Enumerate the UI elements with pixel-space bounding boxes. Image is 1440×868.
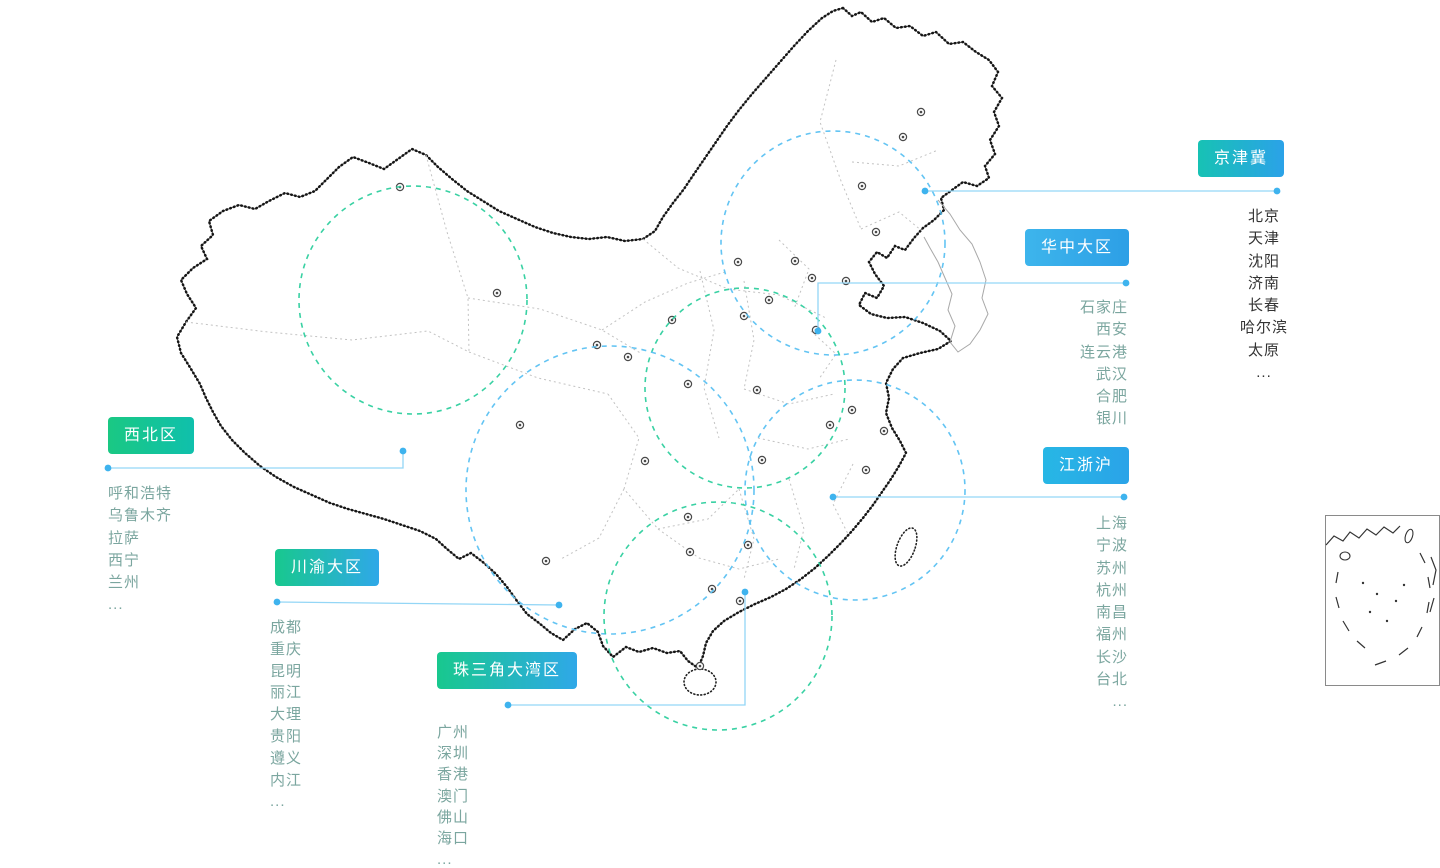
- city-item: 遵义: [270, 749, 303, 767]
- city-item: 沈阳: [1247, 252, 1280, 270]
- region-tag-chuanyu[interactable]: 川渝大区: [275, 549, 380, 586]
- city-item: 兰州: [108, 574, 141, 592]
- city-item: 宁波: [1095, 537, 1128, 555]
- city-item: 武汉: [1095, 365, 1128, 383]
- city-list-ellipsis: ...: [437, 851, 453, 868]
- region-circle-dawanqu: [603, 501, 833, 731]
- region-circle-chuanyu: [465, 345, 755, 635]
- city-item: 连云港: [1079, 343, 1128, 361]
- city-item: 合肥: [1095, 388, 1128, 406]
- city-item: 济南: [1247, 274, 1280, 292]
- region-tag-xibei[interactable]: 西北区: [108, 417, 195, 454]
- city-item: 澳门: [437, 787, 470, 805]
- connector-huazhong: [814, 279, 1130, 335]
- city-item: 苏州: [1095, 559, 1128, 577]
- city-item: 杭州: [1095, 581, 1128, 599]
- city-item: 大理: [270, 706, 303, 724]
- city-list-ellipsis: ...: [1112, 693, 1128, 711]
- connector-chuanyu: [273, 598, 563, 609]
- city-item: 贵阳: [270, 727, 303, 745]
- city-list-chuanyu: 成都重庆昆明丽江大理贵阳遵义内江...: [270, 617, 302, 813]
- city-item: 哈尔滨: [1239, 319, 1288, 337]
- city-list-xibei: 呼和浩特乌鲁木齐拉萨西宁兰州...: [108, 483, 172, 617]
- city-list-ellipsis: ...: [270, 793, 286, 811]
- region-circles: [298, 130, 966, 731]
- city-item: 成都: [270, 619, 303, 636]
- connector-dawanqu: [504, 588, 749, 709]
- city-list-jingjinji: 北京天津沈阳济南长春哈尔滨太原...: [1204, 206, 1324, 384]
- city-list-jiangzhehu: 上海宁波苏州杭州南昌福州长沙台北...: [1028, 513, 1128, 714]
- region-tag-dawanqu[interactable]: 珠三角大湾区: [437, 652, 578, 689]
- connector-jiangzhehu: [829, 493, 1128, 501]
- city-item: 内江: [270, 771, 303, 789]
- city-item: 台北: [1095, 671, 1128, 689]
- city-item: 天津: [1247, 230, 1280, 248]
- city-item: 北京: [1247, 208, 1280, 225]
- region-tag-jiangzhehu[interactable]: 江浙沪: [1043, 447, 1130, 484]
- city-item: 乌鲁木齐: [108, 507, 173, 525]
- region-tag-huazhong[interactable]: 华中大区: [1025, 229, 1130, 266]
- connector-xibei: [104, 447, 407, 472]
- city-item: 福州: [1095, 626, 1128, 644]
- city-item: 长沙: [1095, 648, 1128, 666]
- city-item: 呼和浩特: [108, 485, 173, 502]
- region-circle-jingjinji: [720, 130, 946, 356]
- city-item: 广州: [437, 724, 470, 741]
- city-list-dawanqu: 广州深圳香港澳门佛山海口...: [437, 722, 469, 868]
- province-boundaries: [185, 59, 939, 580]
- korea-outline: [923, 199, 989, 353]
- region-circle-huazhong: [644, 287, 846, 489]
- region-tag-jingjinji[interactable]: 京津冀: [1198, 140, 1285, 177]
- city-item: 太原: [1247, 341, 1280, 359]
- city-item: 丽江: [270, 684, 303, 702]
- city-item: 深圳: [437, 745, 470, 763]
- south-china-sea-inset: [1325, 515, 1440, 686]
- city-item: 昆明: [270, 662, 303, 680]
- city-item: 拉萨: [108, 529, 141, 547]
- city-item: 西宁: [108, 551, 141, 569]
- city-list-ellipsis: ...: [108, 596, 124, 614]
- city-list-ellipsis: ...: [1256, 364, 1272, 382]
- city-item: 石家庄: [1079, 299, 1128, 316]
- city-item: 银川: [1095, 410, 1128, 428]
- region-circle-jiangzhehu: [744, 379, 966, 601]
- hainan-island: [683, 668, 717, 696]
- city-item: 重庆: [270, 640, 303, 658]
- city-list-huazhong: 石家庄西安连云港武汉合肥银川: [1028, 297, 1128, 431]
- connector-jingjinji: [921, 187, 1281, 195]
- region-circle-xibei: [298, 185, 528, 415]
- islands: [683, 527, 918, 696]
- city-item: 佛山: [437, 808, 470, 826]
- city-item: 南昌: [1095, 604, 1128, 622]
- city-item: 海口: [437, 830, 470, 848]
- city-item: 香港: [437, 766, 470, 784]
- city-item: 长春: [1247, 297, 1280, 315]
- taiwan-island: [894, 527, 918, 567]
- city-item: 上海: [1095, 515, 1128, 532]
- city-item: 西安: [1095, 321, 1128, 339]
